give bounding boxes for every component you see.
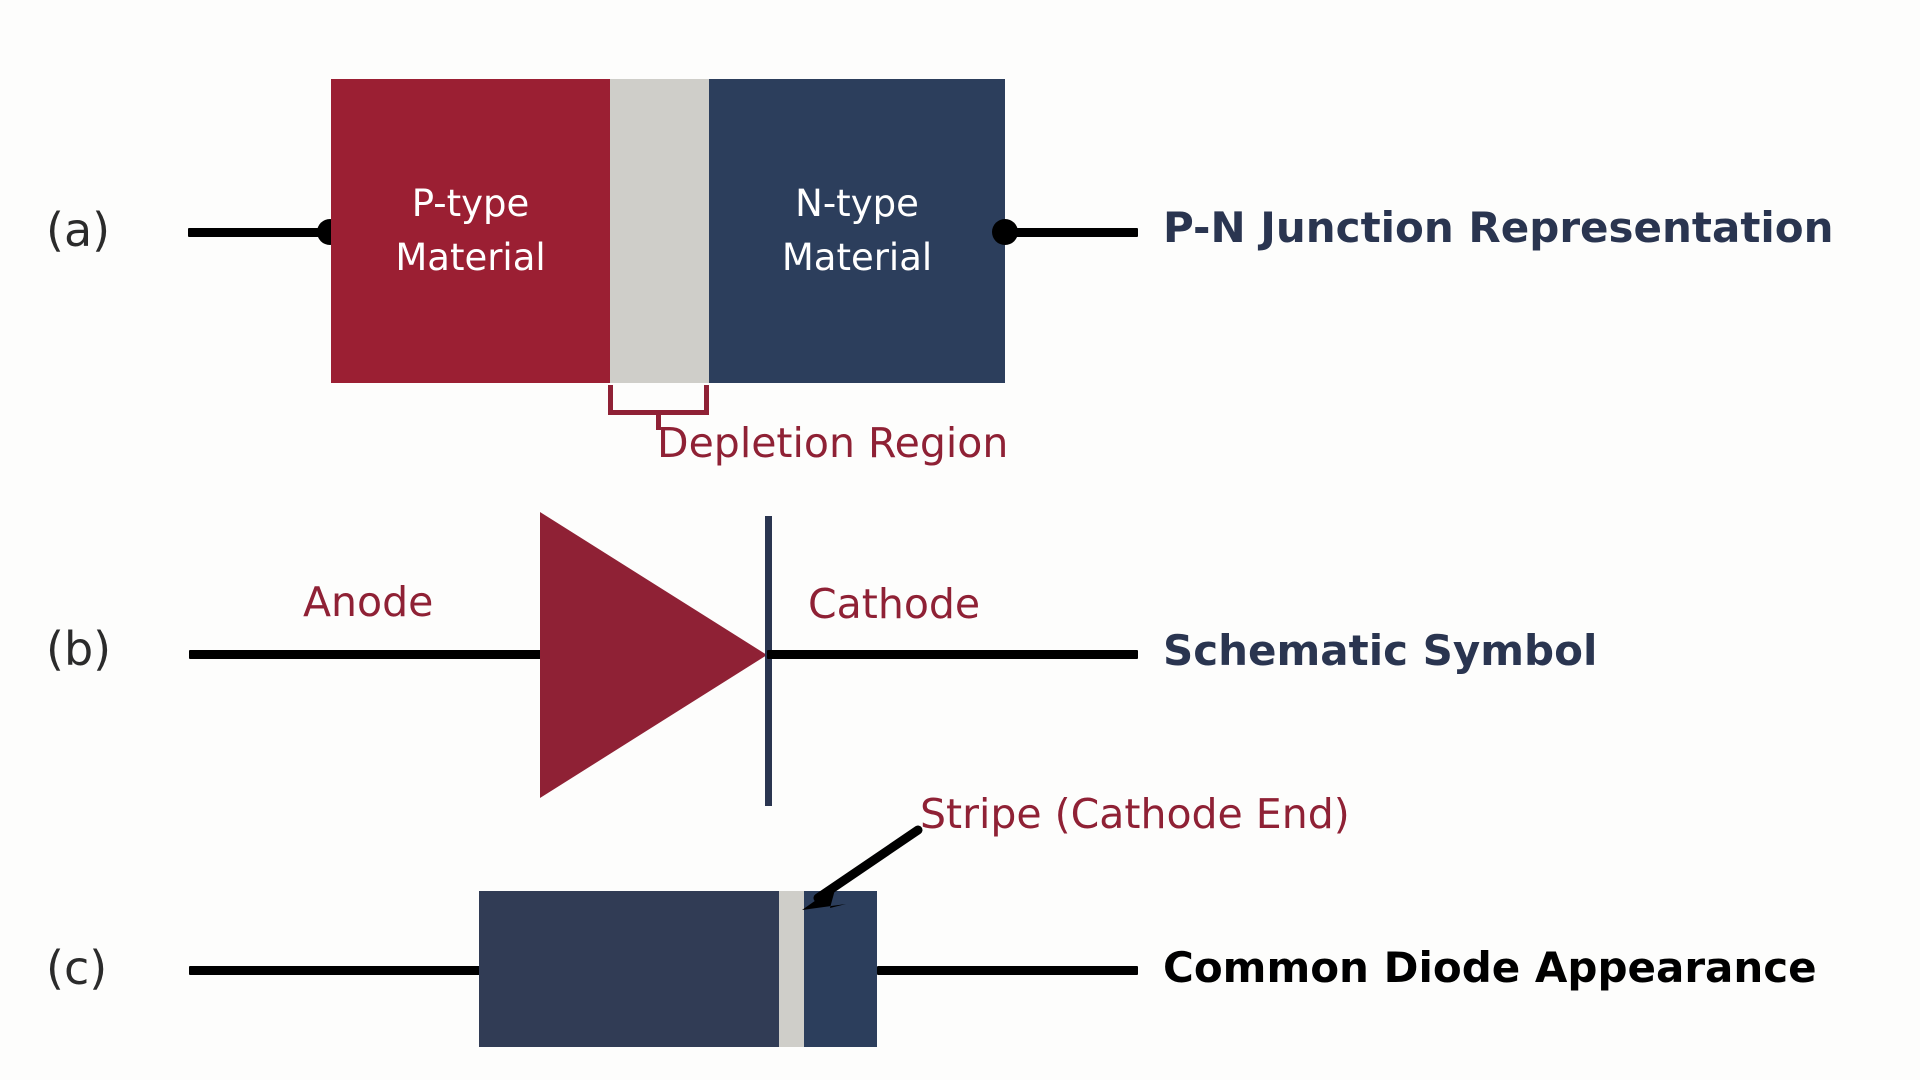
row-marker-b: (b): [46, 622, 112, 676]
p-type-block-label: P-type Material: [395, 182, 546, 279]
arrow-down-left-icon: [802, 825, 923, 910]
diode-cathode-cap: [804, 891, 877, 1047]
stripe-cathode-end-label: Stripe (Cathode End): [920, 790, 1350, 838]
depletion-region-label: Depletion Region: [657, 419, 1009, 467]
cathode-bar-icon: [765, 516, 772, 806]
row-c-title: Common Diode Appearance: [1163, 943, 1817, 992]
anode-label: Anode: [303, 578, 434, 626]
lead-left-c: [189, 966, 484, 975]
lead-right-a: [1005, 228, 1138, 237]
cathode-label: Cathode: [808, 580, 981, 628]
row-marker-a: (a): [46, 203, 111, 257]
diode-body: [479, 891, 779, 1047]
lead-right-c: [877, 966, 1138, 975]
row-marker-c: (c): [46, 941, 108, 995]
p-type-block: P-type Material: [331, 79, 610, 383]
n-type-block-label: N-type Material: [781, 182, 933, 279]
n-type-block: N-type Material: [709, 79, 1005, 383]
diode-triangle-icon: [540, 512, 767, 798]
row-b-title: Schematic Symbol: [1163, 626, 1598, 675]
diode-cathode-stripe: [779, 891, 804, 1047]
lead-left-a: [188, 228, 340, 237]
depletion-region-block: [610, 79, 709, 383]
lead-cathode-b: [767, 650, 1138, 659]
bracket-icon: [608, 385, 714, 430]
row-a-title: P-N Junction Representation: [1163, 203, 1834, 252]
lead-anode-b: [189, 650, 544, 659]
